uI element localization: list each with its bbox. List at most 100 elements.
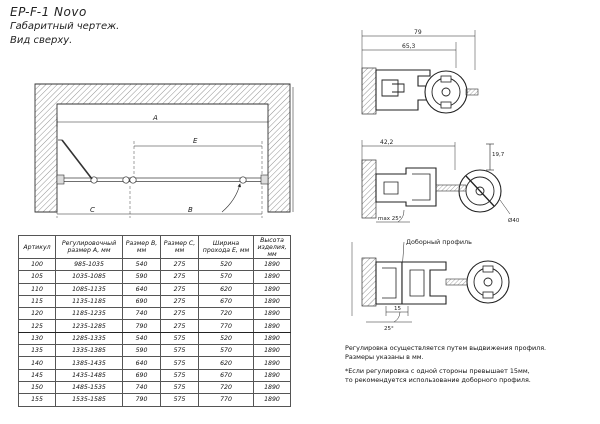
note-line-1: Регулировка осуществляется путем выдвиже… xyxy=(345,344,547,352)
table-cell: 1890 xyxy=(253,307,291,321)
wall-block-1 xyxy=(361,67,377,115)
note-line-4: то рекомендуется использование доборного… xyxy=(345,376,531,384)
table-cell: 640 xyxy=(122,356,161,370)
table-cell: 1035-1085 xyxy=(55,270,123,284)
dim-79-label: 79 xyxy=(414,29,422,36)
table-cell: 770 xyxy=(198,319,254,333)
table-cell: 1890 xyxy=(253,380,291,395)
dim-max25-label: max 25° xyxy=(378,216,402,222)
dimensions-table: Артикул Регулировочный размер A, мм Разм… xyxy=(18,235,291,407)
dim-15-label: 15 xyxy=(394,306,401,312)
glass-section-1 xyxy=(465,88,479,96)
table-cell: 520 xyxy=(198,331,254,346)
table-cell: 115 xyxy=(18,294,56,309)
table-cell: 1890 xyxy=(253,356,291,370)
hinge-middle-b xyxy=(129,176,137,184)
table-cell: 275 xyxy=(160,294,199,309)
table-cell: 1890 xyxy=(253,270,291,284)
table-cell: 1485-1535 xyxy=(55,380,123,395)
table-cell: 540 xyxy=(122,331,161,346)
dim-25-label: 25° xyxy=(384,326,394,332)
table-cell: 620 xyxy=(198,282,254,296)
table-cell: 1435-1485 xyxy=(55,368,123,382)
table-cell: 100 xyxy=(18,257,56,272)
col-header-size-b: Размер B, мм xyxy=(122,235,161,259)
dim-19-label: 19,7 xyxy=(492,152,505,158)
table-header-row: Артикул Регулировочный размер A, мм Разм… xyxy=(18,235,291,259)
table-cell: 275 xyxy=(160,270,199,284)
table-cell: 105 xyxy=(18,270,56,284)
table-cell: 740 xyxy=(122,307,161,321)
table-cell: 740 xyxy=(122,380,161,395)
dimension-c: C xyxy=(56,186,131,218)
note-line-2: Размеры указаны в мм. xyxy=(345,353,424,361)
right-profile xyxy=(260,174,269,185)
profile-detail-1: 79 65,3 xyxy=(361,29,479,115)
dim-42-label: 42,2 xyxy=(380,139,394,146)
table-cell: 540 xyxy=(122,257,161,272)
table-cell: 110 xyxy=(18,282,56,296)
wall-profile-2 xyxy=(375,167,437,207)
table-cell: 1235-1285 xyxy=(55,319,123,333)
table-cell: 590 xyxy=(122,270,161,284)
profile-detail-2: 42,2 19,7 max 25° Ø40 xyxy=(361,139,520,224)
table-cell: 590 xyxy=(122,344,161,358)
table-cell: 985-1035 xyxy=(55,257,123,272)
table-cell: 1535-1585 xyxy=(55,393,123,407)
table-cell: 1185-1235 xyxy=(55,307,123,321)
table-cell: 620 xyxy=(198,356,254,370)
table-cell: 1890 xyxy=(253,368,291,382)
dim-c-label: C xyxy=(90,206,95,214)
table-cell: 720 xyxy=(198,380,254,395)
table-cell: 130 xyxy=(18,331,56,346)
table-cell: 1890 xyxy=(253,393,291,407)
table-cell: 1890 xyxy=(253,294,291,309)
dim-b-label: B xyxy=(188,206,193,214)
hinge-right xyxy=(239,176,247,184)
table-cell: 275 xyxy=(160,307,199,321)
wall-block-2 xyxy=(361,159,377,219)
niche-wall xyxy=(34,83,291,213)
wall-block-3 xyxy=(361,257,377,307)
table-cell: 1135-1185 xyxy=(55,294,123,309)
dimension-b: B xyxy=(130,186,263,218)
table-cell: 570 xyxy=(198,344,254,358)
table-cell: 125 xyxy=(18,319,56,333)
table-cell: 1890 xyxy=(253,344,291,358)
drawing-subtitle-1: Габаритный чертеж. xyxy=(10,21,120,32)
table-cell: 1890 xyxy=(253,331,291,346)
col-header-width-e: Ширина прохода E, мм xyxy=(198,235,254,259)
table-cell: 640 xyxy=(122,282,161,296)
table-cell: 670 xyxy=(198,294,254,309)
dim-d40-label: Ø40 xyxy=(508,217,520,224)
drawing-title: EP-F-1 Novo xyxy=(10,5,87,19)
col-header-article: Артикул xyxy=(18,235,56,259)
table-cell: 140 xyxy=(18,356,56,370)
table-cell: 120 xyxy=(18,307,56,321)
table-cell: 1335-1385 xyxy=(55,344,123,358)
glass-section-2 xyxy=(435,184,467,192)
table-cell: 520 xyxy=(198,257,254,272)
table-cell: 790 xyxy=(122,393,161,407)
table-cell: 690 xyxy=(122,368,161,382)
table-cell: 1085-1135 xyxy=(55,282,123,296)
table-cell: 690 xyxy=(122,294,161,309)
door-swing-arc xyxy=(221,183,242,213)
table-cell: 575 xyxy=(160,344,199,358)
profile-detail-3: Доборный профиль 15 25° xyxy=(351,238,510,332)
extra-profile-label: Доборный профиль xyxy=(406,238,472,246)
table-cell: 575 xyxy=(160,393,199,407)
table-cell: 135 xyxy=(18,344,56,358)
table-cell: 770 xyxy=(198,393,254,407)
table-cell: 1890 xyxy=(253,319,291,333)
table-cell: 570 xyxy=(198,270,254,284)
table-cell: 575 xyxy=(160,331,199,346)
